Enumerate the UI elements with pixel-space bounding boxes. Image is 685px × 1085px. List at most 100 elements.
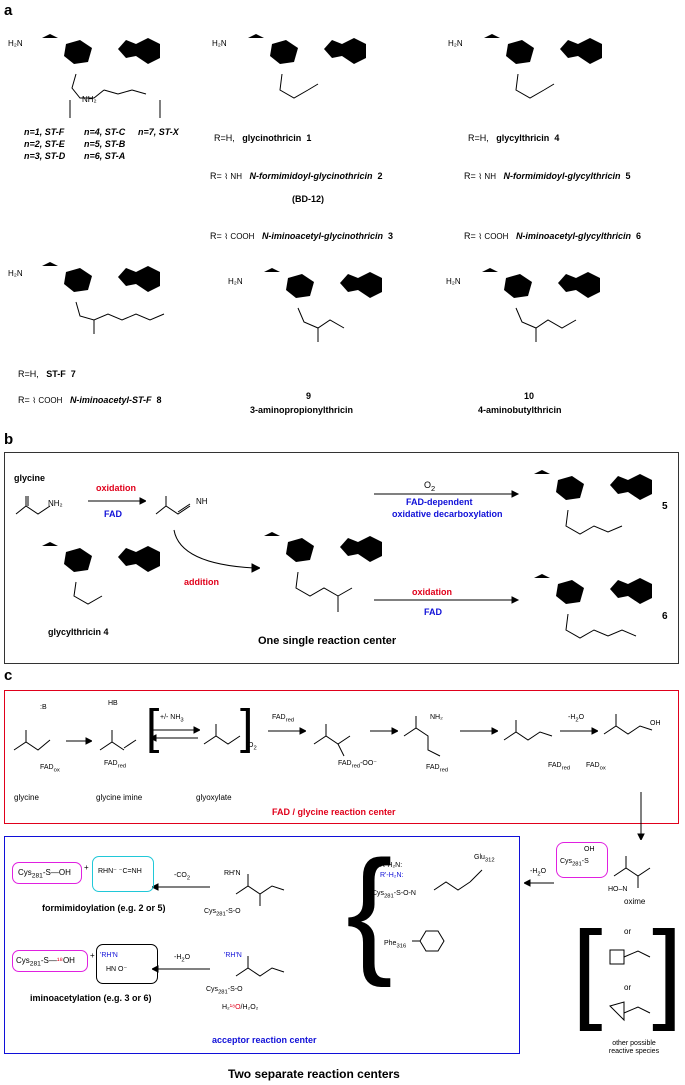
cmpd10-num: 10 <box>524 391 535 401</box>
c-blue-box-title: acceptor reaction center <box>212 1035 317 1045</box>
b-product6-structure <box>534 568 652 639</box>
c-glycine-structure <box>13 730 51 751</box>
c-arrow-4 <box>460 727 498 735</box>
b-fad-1: FAD <box>104 509 122 519</box>
b-fad-dependent: FAD-dependent <box>406 497 473 507</box>
c-species-bracket-right: ] <box>652 909 683 1032</box>
c-bracket-left: [ <box>146 701 160 754</box>
c-nh3-label: +/- NH3 <box>160 714 184 724</box>
c-glu-adduct <box>433 869 483 891</box>
c-species-1 <box>609 949 651 965</box>
c-glycine-imine-label: glycine imine <box>96 793 143 802</box>
c-iminoacetyl-product-box <box>96 944 158 984</box>
cmpd6-label: R= ⌇ COOH N-iminoacetyl-glycylthricin 6 <box>464 231 641 241</box>
h2n-label-4: H₂N <box>8 269 23 278</box>
b-product6-num: 6 <box>662 611 668 622</box>
c-b-label: :B <box>40 704 47 711</box>
c-fadred-3: FADred <box>426 764 449 774</box>
c-species-bracket-left: [ <box>572 909 603 1032</box>
c-cys-soh-box-2 <box>12 950 88 972</box>
b-addition-arrow <box>173 529 260 573</box>
c-oh-label: OH <box>650 720 661 727</box>
c-formimidoyl-product: RHN⁻ ⁻C=NH <box>98 868 142 875</box>
c-fadox-2: FADox <box>586 762 606 772</box>
c-bracket-right: ] <box>240 701 254 754</box>
c-formimidoyl-intermediate <box>235 874 285 906</box>
stf-structure <box>42 256 165 334</box>
cmpd9-num: 9 <box>306 391 312 401</box>
b-oxidation-1: oxidation <box>96 483 136 493</box>
c-fadred-1: FADred <box>104 760 127 770</box>
c-r-h2n: R-H₂N: <box>380 862 403 869</box>
panel-a-letter: a <box>4 2 13 19</box>
c-glu-label: Glu312 <box>474 854 495 864</box>
c-minus-h2o-2: -H2O <box>530 868 547 878</box>
c-fadox-1: FADox <box>40 764 60 774</box>
b-arrow-1 <box>88 497 146 505</box>
cmpd8-label: R= ⌇ COOH N-iminoacetyl-ST-F 8 <box>18 395 162 405</box>
c-minus-h2o-1: -H2O <box>568 714 585 724</box>
c-iminoacetyl-intermediate <box>235 956 285 977</box>
h2n-label-5: H₂N <box>228 277 243 286</box>
st-series-2: n=2, ST-E <box>24 139 65 149</box>
st-series-4: n=4, ST-C <box>84 127 126 137</box>
c-hydroxy-imine <box>603 714 653 735</box>
cmpd9-name: 3-aminopropionylthricin <box>250 405 354 415</box>
b-glycylthricin-label: glycylthricin 4 <box>48 627 109 637</box>
st-series-5: n=5, ST-B <box>84 139 126 149</box>
cmpd5-label: R= ⌇ NH N-formimidoyl-glycylthricin 5 <box>464 171 631 181</box>
b-oxidation-2: oxidation <box>412 587 452 597</box>
c-down-arrow <box>637 792 645 840</box>
h2n-label-2: H₂N <box>212 39 227 48</box>
c-plus-2: + <box>90 951 95 960</box>
c-h2o-h2o2: H₂¹⁸O/H₂O₂ <box>222 1004 259 1011</box>
c-iminoacetyl-hn: HN O⁻ <box>106 966 128 973</box>
c-cys-soh-1: Cys281-S—OH <box>18 868 71 880</box>
c-cys-soh-box-1 <box>12 862 82 884</box>
cmpd1-label: R=H, glycinothricin 1 <box>214 133 312 143</box>
c-ho-n: HO–N <box>608 886 628 893</box>
cmpd4-label: R=H, glycylthricin 4 <box>468 133 560 143</box>
c-equilibrium-arrow <box>150 726 200 742</box>
panel-b-letter: b <box>4 431 14 448</box>
h2n-label-6: H₂N <box>446 277 461 286</box>
c-red-box <box>4 690 679 824</box>
b-imine-structure <box>155 496 191 515</box>
c-glyoxylate-structure <box>203 724 241 745</box>
c-glycine-label: glycine <box>14 793 39 802</box>
c-iminoacetylation-label: iminoacetylation (e.g. 3 or 6) <box>30 993 152 1003</box>
c-imine-structure <box>99 730 137 751</box>
c-other-species: other possible reactive species <box>608 1040 660 1056</box>
c-phe-label: Phe316 <box>384 940 407 950</box>
b-o2: O2 <box>424 480 436 493</box>
glycylthricin-structure <box>484 28 602 99</box>
b-glycine-label: glycine <box>14 473 46 483</box>
c-brace: { <box>346 831 393 988</box>
c-fadred-4: FADred <box>548 762 571 772</box>
c-nh2-peroxide <box>403 716 441 757</box>
c-fadred-2: FADred <box>272 714 295 724</box>
c-arrow-2 <box>268 727 306 735</box>
c-o2-label: O2 <box>248 742 257 752</box>
c-arrow-to-blue <box>524 879 554 887</box>
st-series-6: n=6, ST-A <box>84 151 126 161</box>
c-plus-1: + <box>84 863 89 872</box>
c-rh-n-1: RH'N <box>224 870 241 877</box>
b-intermediate-structure <box>264 526 382 612</box>
panel-b-frame <box>4 452 679 664</box>
c-formimidoyl-product-box <box>92 856 154 892</box>
c-arrow-1 <box>66 737 92 745</box>
c-hb-label: HB <box>108 700 118 707</box>
c-oh-oxime: OH <box>584 846 595 853</box>
c-arrow-h2o <box>152 965 210 973</box>
c-red-box-title: FAD / glycine reaction center <box>272 807 396 817</box>
glycinothricin-structure <box>248 28 366 99</box>
c-rh-n-2: 'RH'N <box>224 952 242 959</box>
c-phenyl-ring <box>412 930 445 952</box>
c-cys-so-2: Cys281-S-O <box>206 986 243 996</box>
c-arrow-co2 <box>152 883 210 891</box>
c-species-2 <box>609 1001 651 1022</box>
c-oxime-label: oxime <box>624 897 646 906</box>
c-cys-so-1: Cys281-S-O <box>204 908 241 918</box>
bd12-label: (BD-12) <box>292 194 325 204</box>
